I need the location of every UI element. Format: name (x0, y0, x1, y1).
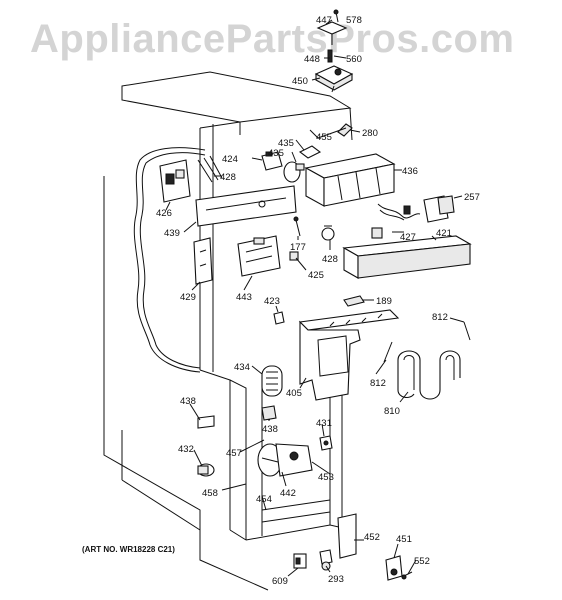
callout: 423 (264, 296, 280, 307)
part-435-bulb[interactable] (283, 161, 305, 183)
callout: 442 (280, 488, 296, 499)
part-443-light-housing[interactable] (237, 235, 281, 277)
callout: 812 (370, 378, 386, 389)
part-293-roller[interactable] (319, 549, 333, 571)
part-439-light-shield[interactable] (195, 185, 297, 227)
callout: 427 (400, 232, 416, 243)
part-189-seal[interactable] (343, 295, 365, 307)
watermark-text: AppliancePartsPros.com (30, 17, 515, 61)
callout: 257 (464, 192, 480, 203)
part-427-wiring[interactable] (371, 203, 421, 239)
callout: 812 (432, 312, 448, 323)
part-424-switch[interactable] (261, 151, 283, 171)
callout: 458 (202, 488, 218, 499)
callout: 177 (290, 242, 306, 253)
part-435-lamp-socket[interactable] (298, 145, 322, 159)
callout: 421 (436, 228, 452, 239)
callout: 443 (236, 292, 252, 303)
part-426-control-housing[interactable] (159, 159, 191, 203)
callout: 454 (256, 494, 272, 505)
callout: 455 (316, 132, 332, 143)
part-405-duct-assembly[interactable] (298, 309, 400, 401)
part-431-bushing[interactable] (319, 435, 333, 451)
callout: 432 (178, 444, 194, 455)
callout: 452 (364, 532, 380, 543)
callout: 435 (268, 148, 284, 159)
part-438-hinge-upper[interactable] (197, 415, 215, 429)
callout: 447 (316, 15, 332, 26)
callout: 405 (286, 388, 302, 399)
part-578-screw[interactable] (333, 9, 339, 23)
part-432-button[interactable] (197, 463, 215, 477)
callout: 429 (180, 292, 196, 303)
part-448-shaft[interactable] (327, 49, 333, 63)
callout: 436 (402, 166, 418, 177)
part-552-screw[interactable] (401, 571, 413, 580)
callout: 435 (278, 138, 294, 149)
part-425-clip[interactable] (289, 251, 299, 261)
callout-labels: 447 578 448 560 450 455 280 435 424 435 … (156, 15, 480, 587)
callout: 438 (262, 424, 278, 435)
callout: 578 (346, 15, 362, 26)
callout: 425 (308, 270, 324, 281)
part-436-duct-housing[interactable] (304, 153, 396, 207)
callout: 434 (234, 362, 250, 373)
part-810-defrost-heater[interactable] (397, 350, 461, 400)
callout: 609 (272, 576, 288, 587)
part-451-hinge[interactable] (385, 555, 403, 581)
callout: 424 (222, 154, 238, 165)
callout: 426 (156, 208, 172, 219)
door-gasket (133, 147, 206, 373)
callout: 448 (304, 54, 320, 65)
callout: 453 (318, 472, 334, 483)
part-452-bracket[interactable] (337, 513, 357, 559)
callout: 428 (322, 254, 338, 265)
part-438-hinge-lower[interactable] (261, 405, 277, 421)
callout: 457 (226, 448, 242, 459)
art-number: (ART NO. WR18228 C21) (82, 545, 175, 554)
cabinet-outline (103, 71, 353, 591)
callout: 552 (414, 556, 430, 567)
callout: 189 (376, 296, 392, 307)
callout: 280 (362, 128, 378, 139)
part-280-clip[interactable] (337, 123, 353, 137)
part-442-thermostat[interactable] (257, 443, 313, 477)
part-812-clip[interactable] (383, 341, 393, 363)
part-428-knob[interactable] (321, 225, 335, 241)
part-609-clip[interactable] (293, 553, 307, 569)
part-428-wire-harness[interactable] (197, 155, 223, 183)
door-gasket-inner (139, 152, 206, 369)
part-812-drain-tube[interactable] (463, 321, 471, 341)
callout: 428 (220, 172, 236, 183)
callout: 438 (180, 396, 196, 407)
leader-lines (165, 19, 465, 577)
part-423-clip[interactable] (273, 311, 285, 325)
callout: 293 (328, 574, 344, 585)
callout: 439 (164, 228, 180, 239)
callout: 810 (384, 406, 400, 417)
part-429-bracket[interactable] (193, 237, 213, 285)
part-434-drain-trough[interactable] (261, 365, 283, 397)
callout: 560 (346, 54, 362, 65)
callout: 431 (316, 418, 332, 429)
part-257-damper-motor[interactable] (423, 195, 455, 223)
part-177-screw[interactable] (293, 216, 301, 237)
part-421-air-duct[interactable] (342, 235, 472, 279)
callout: 450 (292, 76, 308, 87)
callout: 451 (396, 534, 412, 545)
part-447-knob[interactable] (316, 21, 348, 45)
